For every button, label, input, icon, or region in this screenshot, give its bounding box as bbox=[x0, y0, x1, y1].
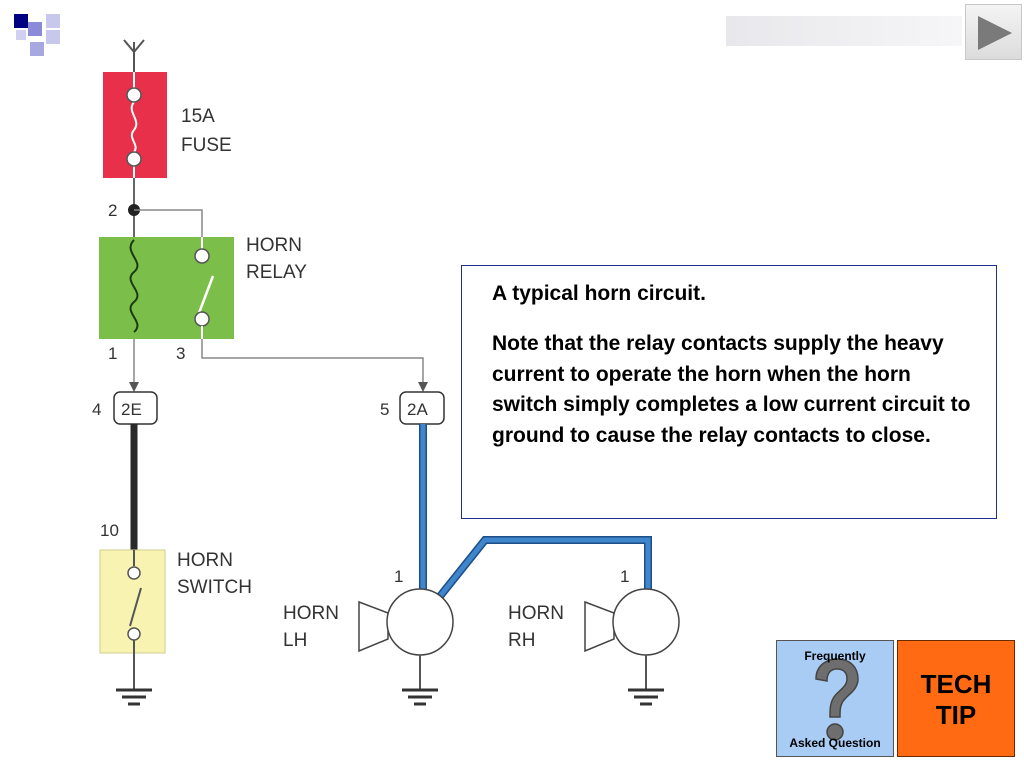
fuse-label: FUSE bbox=[181, 135, 232, 156]
terminal-1-label: 1 bbox=[108, 344, 117, 363]
faq-label-top: Frequently bbox=[804, 649, 866, 663]
question-mark-icon bbox=[815, 658, 859, 741]
relay-label-line2: RELAY bbox=[246, 262, 307, 283]
terminal-5-label: 5 bbox=[380, 400, 389, 419]
horn-relay-block bbox=[99, 237, 234, 339]
switch-label-line1: HORN bbox=[177, 550, 233, 571]
horn-rh-label-line1: HORN bbox=[508, 603, 564, 624]
logo-squares-icon bbox=[14, 14, 60, 56]
caption-title: A typical horn circuit. bbox=[492, 282, 706, 305]
connector-2e-label: 2E bbox=[121, 400, 142, 419]
relay-label-line1: HORN bbox=[246, 235, 302, 256]
horn-rh-icon bbox=[584, 588, 680, 656]
faq-label-bottom: Asked Question bbox=[789, 736, 881, 750]
ground-symbol-icon bbox=[402, 688, 438, 706]
power-feed-icon bbox=[123, 39, 145, 72]
nav-bar bbox=[726, 16, 962, 46]
horn-rh-pin-label: 1 bbox=[620, 567, 629, 586]
tech-tip-button[interactable]: TECH TIP bbox=[897, 640, 1015, 757]
play-arrow-icon bbox=[978, 16, 1012, 50]
caption-box: A typical horn circuit. Note that the re… bbox=[461, 265, 997, 519]
switch-label-line2: SWITCH bbox=[177, 577, 252, 598]
ground-symbol-icon bbox=[116, 688, 152, 706]
caption-body: Note that the relay contacts supply the … bbox=[492, 332, 971, 447]
horn-lh-label-line2: LH bbox=[283, 630, 307, 651]
terminal-2-label: 2 bbox=[108, 201, 117, 220]
faq-button[interactable]: Frequently Asked Question bbox=[776, 640, 894, 757]
connector-2a-label: 2A bbox=[407, 400, 428, 419]
horn-lh-label-line1: HORN bbox=[283, 603, 339, 624]
terminal-10-label: 10 bbox=[100, 521, 119, 540]
ground-symbol-icon bbox=[628, 688, 664, 706]
next-slide-button[interactable] bbox=[965, 4, 1022, 60]
terminal-3-label: 3 bbox=[176, 344, 185, 363]
horn-lh-icon bbox=[358, 588, 454, 656]
fuse-rating-label: 15A bbox=[181, 106, 215, 127]
horn-lh-pin-label: 1 bbox=[394, 567, 403, 586]
horn-rh-label-line2: RH bbox=[508, 630, 535, 651]
tech-tip-label: TECH TIP bbox=[920, 669, 992, 730]
terminal-4-label: 4 bbox=[92, 400, 101, 419]
